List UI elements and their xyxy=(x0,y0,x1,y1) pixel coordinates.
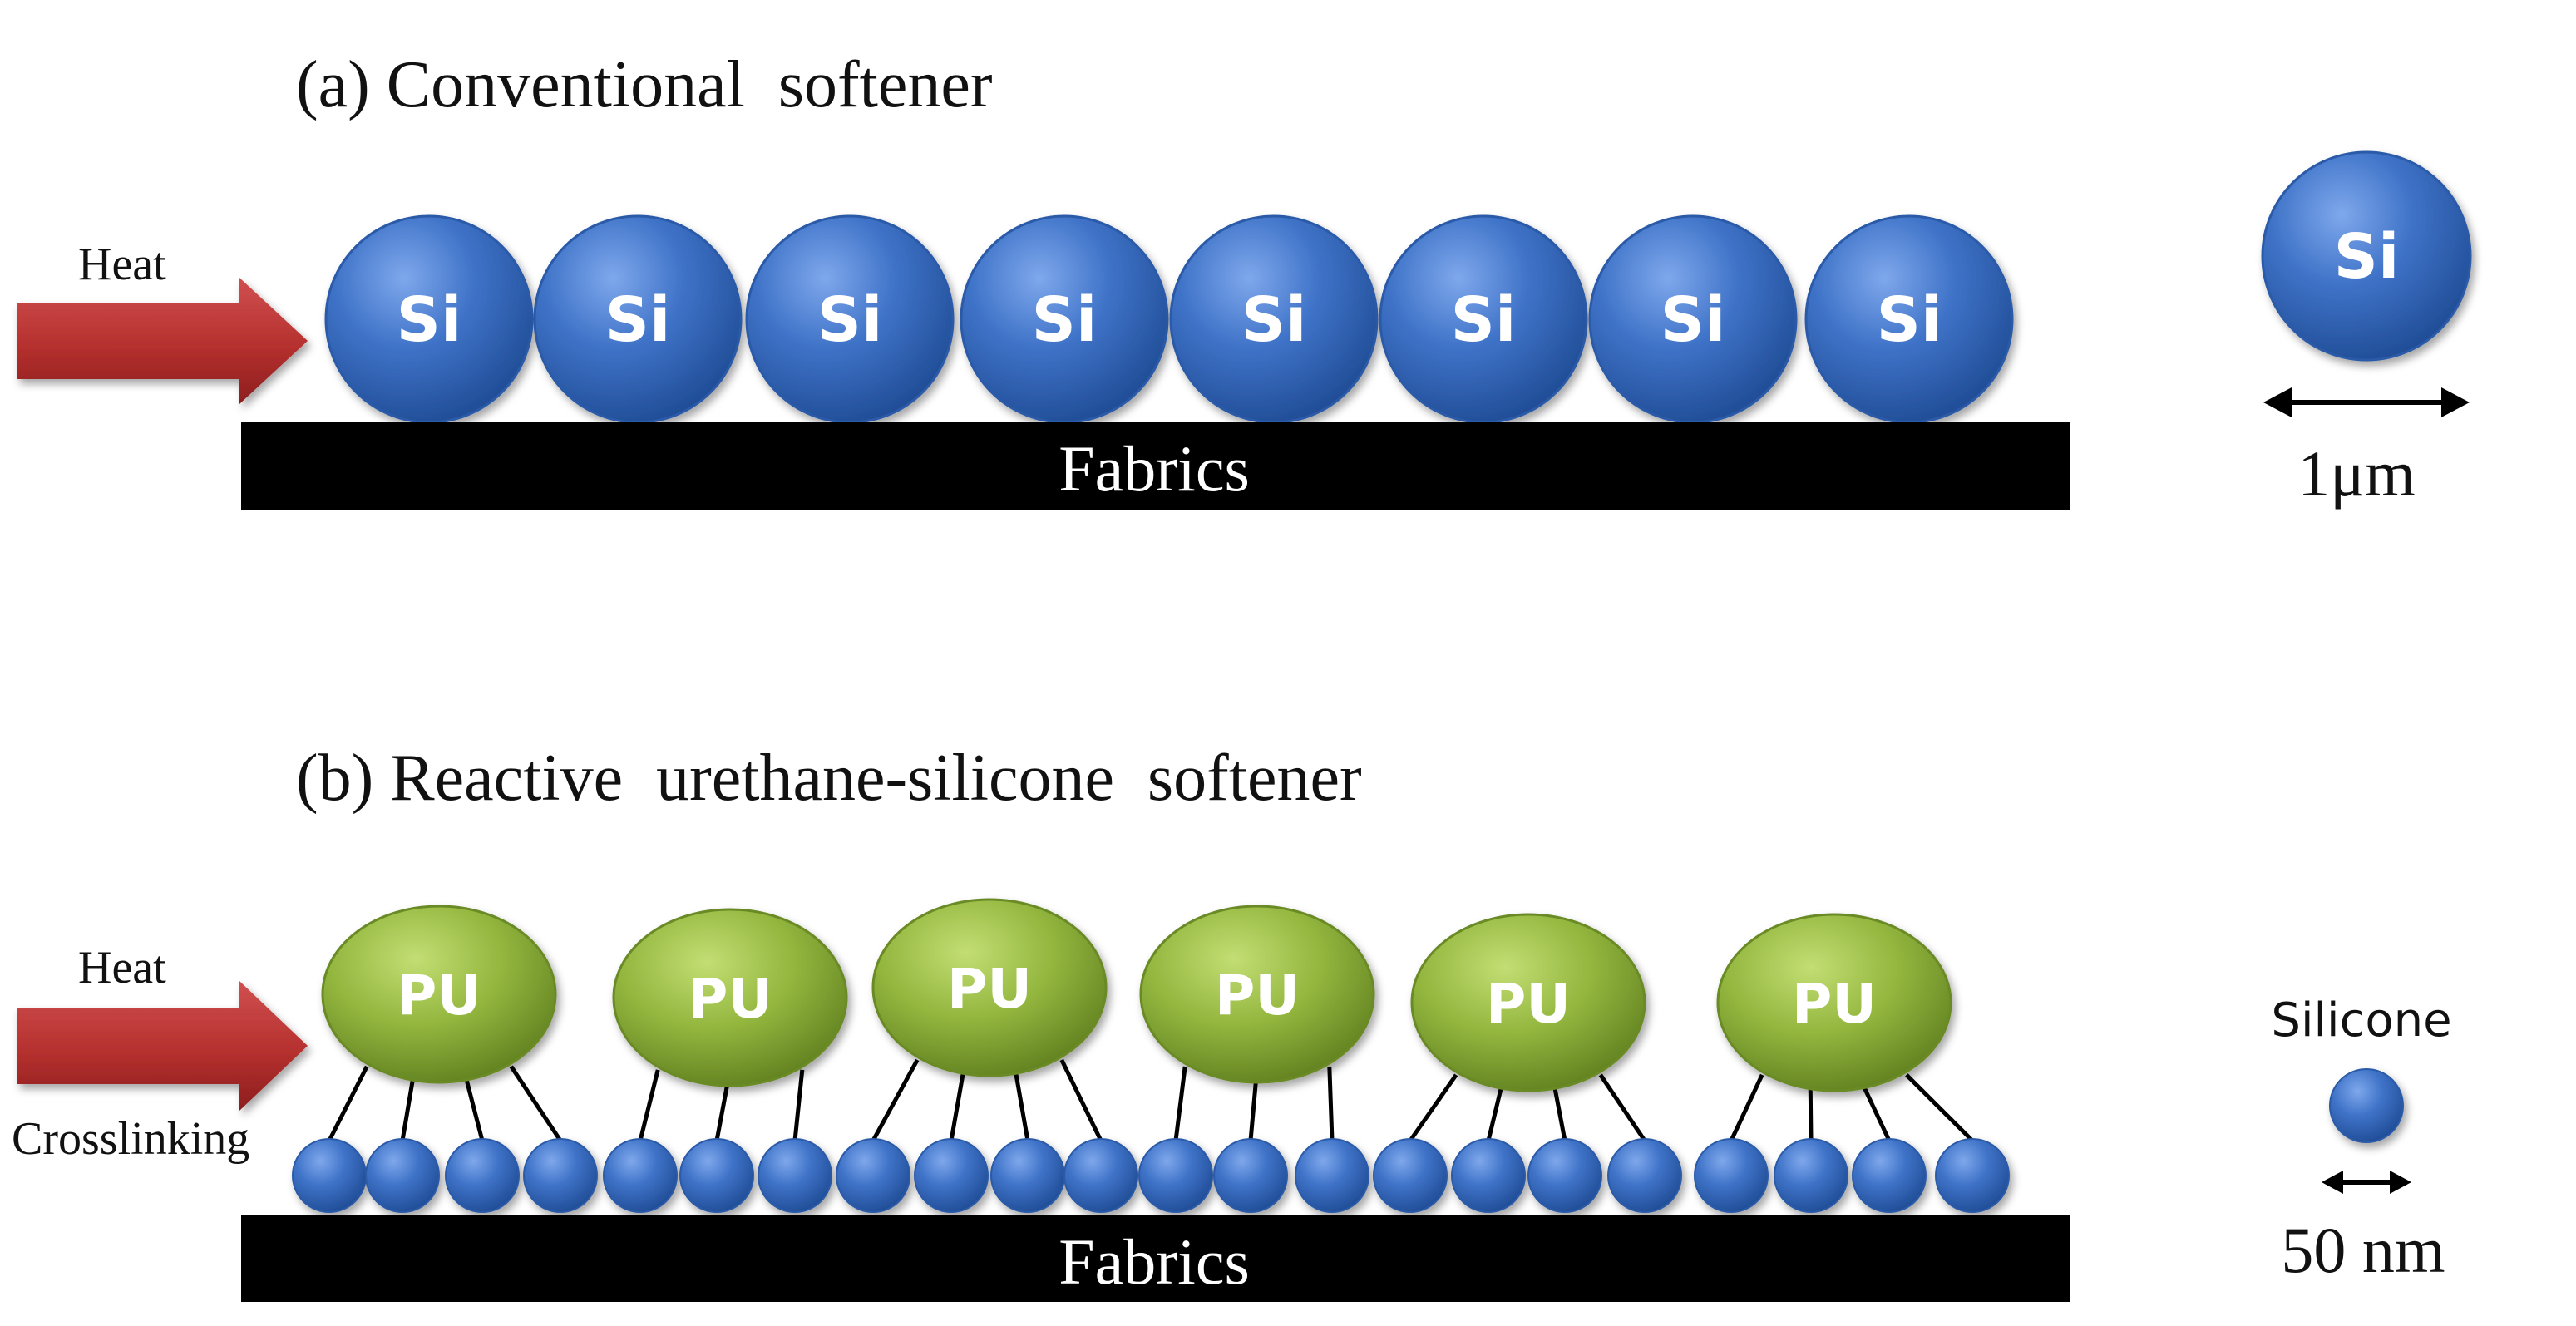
panel-a-heat-label: Heat xyxy=(78,239,166,290)
pu-cluster-row: PU PU PU PU PU PU xyxy=(321,898,1952,1092)
si-particle-label: Si xyxy=(1241,284,1307,356)
legend-si-particle xyxy=(2261,150,2472,362)
crosslink-line xyxy=(327,1065,369,1142)
silicone-nanoparticle xyxy=(1373,1138,1448,1213)
silicone-nanoparticle xyxy=(836,1138,910,1213)
silicone-nanoparticle xyxy=(758,1138,832,1213)
si-particle: Si xyxy=(960,214,1169,424)
si-particle-label: Si xyxy=(817,284,883,356)
crosslink-line xyxy=(509,1065,563,1142)
legend-50nm-double-arrow xyxy=(2322,1171,2411,1194)
crosslink-line xyxy=(638,1069,660,1141)
silicone-nanoparticle xyxy=(445,1138,520,1213)
silicone-nanoparticle xyxy=(1138,1138,1213,1213)
silicone-nanoparticle xyxy=(292,1138,367,1213)
silicone-nanoparticle xyxy=(679,1138,754,1213)
silicone-nanoparticle xyxy=(1295,1138,1369,1213)
silicone-nanoparticle xyxy=(1213,1138,1288,1213)
pu-cluster-label: PU xyxy=(1215,964,1300,1028)
silicone-nanoparticle xyxy=(365,1138,440,1213)
legend-1um-double-arrow xyxy=(2263,387,2470,417)
pu-cluster: PU xyxy=(1716,913,1952,1092)
si-particle-row: Si Si Si Si Si Si Si Si xyxy=(324,214,2014,424)
crosslink-line xyxy=(1408,1073,1458,1142)
legend-1um-label: 1μm xyxy=(2297,437,2416,510)
si-particle-label: Si xyxy=(1661,284,1726,356)
pu-cluster-label: PU xyxy=(1792,972,1877,1036)
si-particle: Si xyxy=(1379,214,1588,424)
panel-b: (b) Reactive urethane-silicone softener … xyxy=(12,742,2452,1302)
crosslink-line xyxy=(1729,1073,1764,1142)
silicone-nanoparticle xyxy=(1935,1138,2010,1213)
silicone-nanoparticle-row xyxy=(292,1138,2010,1213)
si-particle-label: Si xyxy=(605,284,671,356)
panel-a-fabric-label: Fabrics xyxy=(1059,432,1250,505)
silicone-nanoparticle xyxy=(1063,1138,1138,1213)
panel-b-heat-arrow xyxy=(17,981,308,1111)
panel-b-legend: Silicone 50 nm xyxy=(2271,993,2451,1286)
panel-b-crosslinking-label: Crosslinking xyxy=(12,1113,249,1165)
crosslink-line xyxy=(871,1058,920,1142)
silicone-nanoparticle xyxy=(1774,1138,1848,1213)
crosslink-line xyxy=(1905,1073,1974,1142)
pu-cluster-label: PU xyxy=(1486,972,1571,1036)
panel-a-legend: Si 1μm xyxy=(2261,150,2472,510)
crosslink-line xyxy=(792,1069,805,1141)
panel-a-heat-arrow xyxy=(17,278,308,404)
silicone-nanoparticle xyxy=(603,1138,678,1213)
silicone-nanoparticle xyxy=(523,1138,598,1213)
legend-silicone-label: Silicone xyxy=(2271,993,2451,1047)
si-particle: Si xyxy=(1804,214,2014,424)
panel-b-fabric-substrate xyxy=(241,1215,2070,1302)
crosslink-lines xyxy=(327,1058,1974,1142)
pu-cluster-label: PU xyxy=(397,964,481,1028)
pu-cluster: PU xyxy=(871,898,1108,1077)
panel-a-title: (a) Conventional softener xyxy=(296,48,993,121)
silicone-nanoparticle xyxy=(914,1138,989,1213)
si-particle-label: Si xyxy=(1451,284,1517,356)
si-particle-label: Si xyxy=(397,284,462,356)
legend-50nm-label: 50 nm xyxy=(2281,1214,2445,1286)
silicone-nanoparticle xyxy=(1451,1138,1526,1213)
silicone-nanoparticle xyxy=(1527,1138,1602,1213)
si-particle: Si xyxy=(1588,214,1798,424)
silicone-nanoparticle xyxy=(990,1138,1065,1213)
pu-cluster: PU xyxy=(1410,913,1646,1092)
panel-a-fabric-substrate xyxy=(241,422,2070,510)
legend-silicone-particle xyxy=(2329,1068,2404,1143)
crosslink-line xyxy=(1327,1066,1335,1141)
panel-b-title: (b) Reactive urethane-silicone softener xyxy=(296,742,1362,815)
crosslink-line xyxy=(1059,1058,1103,1142)
panel-b-heat-label: Heat xyxy=(78,942,166,993)
pu-cluster: PU xyxy=(321,905,557,1084)
pu-cluster-label: PU xyxy=(688,967,772,1031)
si-particle: Si xyxy=(533,214,743,424)
pu-cluster-label: PU xyxy=(947,957,1032,1021)
pu-cluster: PU xyxy=(1139,905,1375,1084)
silicone-nanoparticle xyxy=(1852,1138,1927,1213)
si-particle-label: Si xyxy=(1877,284,1942,356)
legend-si-label: Si xyxy=(2334,221,2400,293)
pu-cluster: PU xyxy=(612,908,848,1087)
si-particle: Si xyxy=(1169,214,1379,424)
si-particle-label: Si xyxy=(1032,284,1098,356)
silicone-nanoparticle xyxy=(1694,1138,1769,1213)
si-particle: Si xyxy=(324,214,534,424)
si-particle: Si xyxy=(745,214,955,424)
crosslink-line xyxy=(1173,1066,1187,1141)
panel-b-fabric-label: Fabrics xyxy=(1059,1225,1250,1298)
crosslink-line xyxy=(1598,1073,1647,1142)
silicone-nanoparticle xyxy=(1607,1138,1682,1213)
